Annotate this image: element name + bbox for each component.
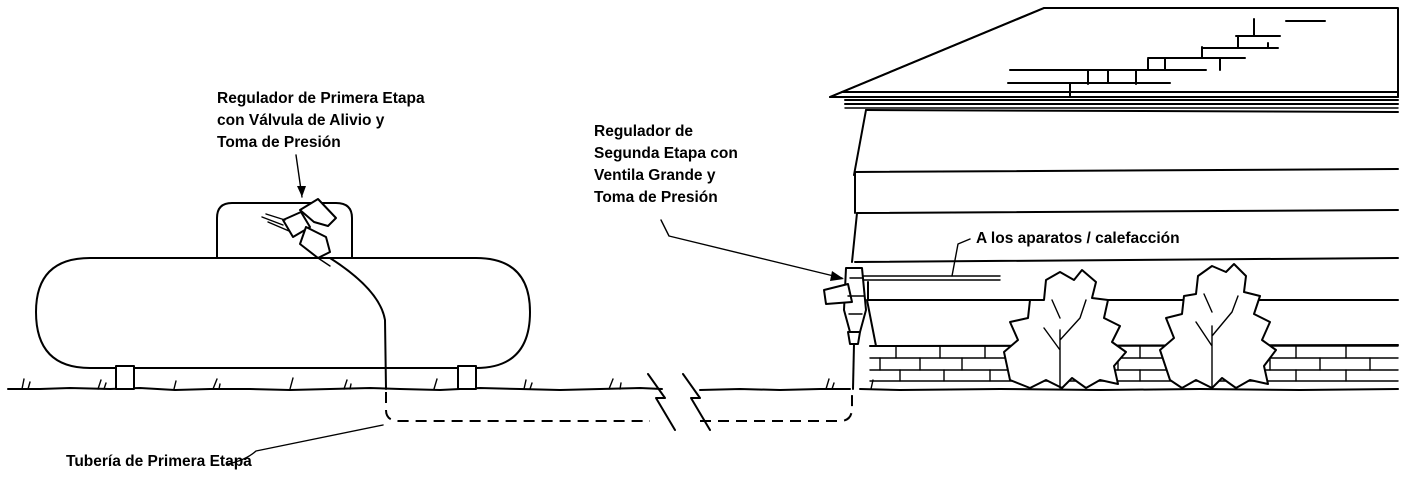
second-stage-regulator-label: Regulador de Segunda Etapa con Ventila G… bbox=[594, 121, 738, 209]
second-stage-label-line-2: Segunda Etapa con bbox=[594, 145, 738, 162]
second-stage-leader bbox=[660, 219, 843, 279]
underground-pipe-right bbox=[700, 391, 853, 422]
roof-shingles bbox=[1007, 18, 1326, 97]
first-stage-regulator-label: Regulador de Primera Etapa con Válvula d… bbox=[217, 88, 425, 154]
appliances-leader bbox=[951, 238, 971, 277]
bush-right bbox=[1159, 263, 1277, 389]
second-stage-label-line-3: Ventila Grande y bbox=[594, 167, 716, 184]
second-stage-label-line-1: Regulador de bbox=[594, 123, 694, 140]
second-stage-label-line-4: Toma de Presión bbox=[594, 189, 718, 206]
second-stage-regulator bbox=[823, 267, 867, 390]
first-stage-label-line-1: Regulador de Primera Etapa bbox=[217, 90, 425, 107]
underground-pipe-left bbox=[385, 392, 650, 422]
pipe-break-symbol bbox=[647, 373, 711, 431]
house bbox=[829, 7, 1399, 389]
first-stage-piping-label: Tubería de Primera Etapa bbox=[66, 453, 252, 470]
first-stage-label-line-3: Toma de Presión bbox=[217, 134, 341, 151]
appliances-label: A los aparatos / calefacción bbox=[976, 230, 1180, 247]
ground-line bbox=[7, 377, 1399, 391]
first-stage-pipe-above-ground bbox=[329, 257, 387, 390]
first-stage-label-line-2: con Válvula de Alivio y bbox=[217, 112, 385, 129]
first-stage-arrowhead bbox=[297, 186, 306, 197]
pipe-label-leader bbox=[227, 424, 384, 465]
second-stage-arrowhead bbox=[830, 271, 844, 281]
foundation-bricks bbox=[869, 345, 1399, 382]
bush-left bbox=[1003, 269, 1127, 389]
propane-tank bbox=[35, 202, 531, 390]
first-stage-regulator bbox=[261, 198, 337, 267]
